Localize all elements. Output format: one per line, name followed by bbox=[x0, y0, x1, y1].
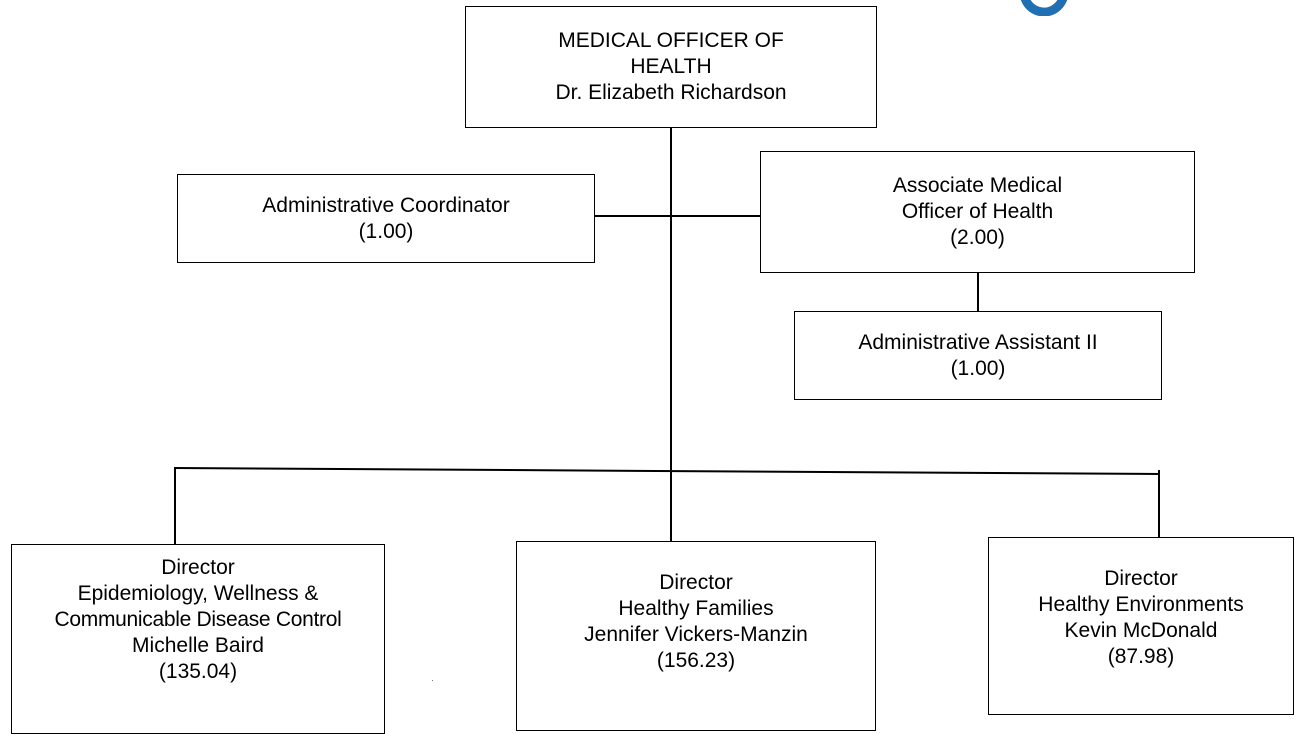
connector-admin-amoh bbox=[594, 215, 761, 217]
admin-coordinator-title: Administrative Coordinator bbox=[262, 193, 510, 217]
director-epi-fte: (135.04) bbox=[158, 660, 238, 683]
associate-moh-box: Associate Medical Officer of Health (2.0… bbox=[760, 151, 1195, 273]
connector-amoh-assistant bbox=[977, 272, 979, 312]
director-families-fte: (156.23) bbox=[656, 649, 736, 672]
director-environments-fte: (87.98) bbox=[1107, 645, 1175, 668]
director-epi-division-line-2: Communicable Disease Control bbox=[54, 608, 342, 631]
director-epi-role: Director bbox=[161, 556, 235, 579]
connector-moh-trunk bbox=[670, 128, 672, 542]
director-families-role: Director bbox=[659, 571, 733, 594]
director-epi-division-line-1: Epidemiology, Wellness & bbox=[77, 582, 319, 605]
director-healthy-families-box: Director Healthy Families Jennifer Vicke… bbox=[516, 541, 876, 731]
connector-directors-bar bbox=[173, 467, 1160, 475]
amoh-title-line-1: Associate Medical bbox=[892, 174, 1063, 197]
director-families-division: Healthy Families bbox=[618, 597, 774, 620]
organization-logo-fragment-icon bbox=[1020, 0, 1068, 16]
amoh-fte: (2.00) bbox=[950, 226, 1005, 249]
administrative-assistant-box: Administrative Assistant II (1.00) bbox=[794, 311, 1162, 400]
admin-assistant-title: Administrative Assistant II bbox=[858, 330, 1098, 354]
director-families-name: Jennifer Vickers-Manzin bbox=[584, 623, 808, 646]
director-environments-name: Kevin McDonald bbox=[1064, 619, 1218, 642]
moh-name: Dr. Elizabeth Richardson bbox=[555, 81, 787, 104]
director-healthy-environments-box: Director Healthy Environments Kevin McDo… bbox=[988, 537, 1294, 715]
moh-title-line-1: MEDICAL OFFICER OF bbox=[558, 29, 784, 52]
director-epidemiology-box: Director Epidemiology, Wellness & Commun… bbox=[11, 544, 385, 734]
moh-title-line-2: HEALTH bbox=[630, 55, 712, 78]
stray-mark bbox=[432, 680, 433, 681]
director-epi-name: Michelle Baird bbox=[132, 634, 264, 657]
admin-assistant-fte: (1.00) bbox=[950, 356, 1006, 380]
director-environments-division: Healthy Environments bbox=[1038, 593, 1244, 616]
amoh-title-line-2: Officer of Health bbox=[901, 200, 1054, 223]
medical-officer-of-health-box: MEDICAL OFFICER OF HEALTH Dr. Elizabeth … bbox=[465, 6, 877, 128]
connector-director-epi bbox=[174, 467, 176, 545]
administrative-coordinator-box: Administrative Coordinator (1.00) bbox=[177, 174, 595, 263]
director-environments-role: Director bbox=[1104, 567, 1178, 590]
admin-coordinator-fte: (1.00) bbox=[358, 219, 414, 243]
connector-director-environments bbox=[1158, 470, 1160, 538]
